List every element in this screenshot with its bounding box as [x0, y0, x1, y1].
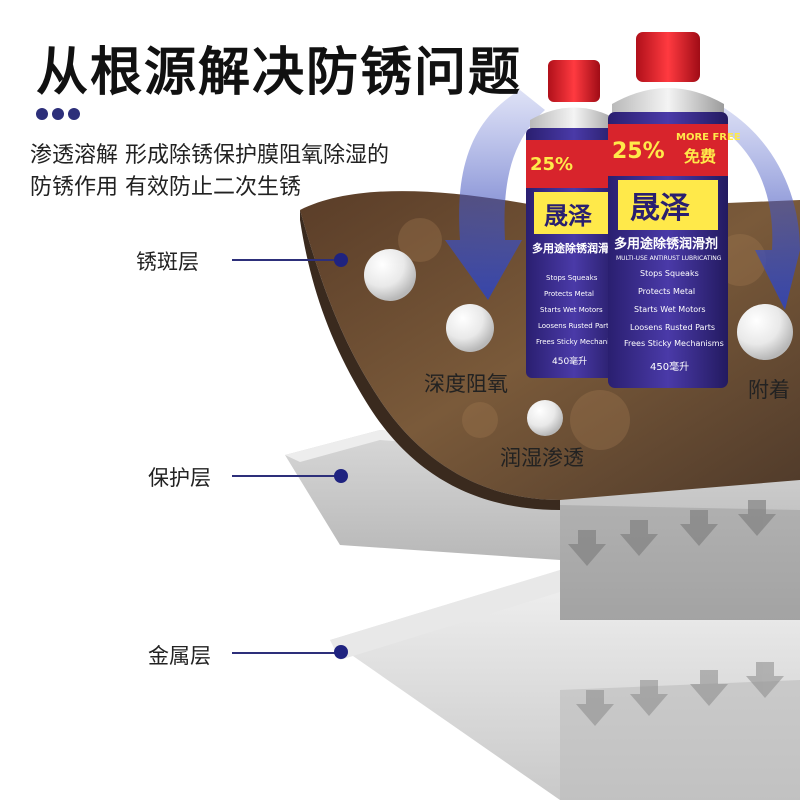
name-en-large: MULTI-USE ANTIRUST LUBRICATING — [616, 255, 722, 262]
feature3-small: Starts Wet Motors — [540, 306, 603, 314]
leader-metal — [232, 652, 340, 654]
page-title: 从根源解决防锈问题 — [36, 43, 523, 103]
decor-dot-1 — [36, 108, 48, 120]
sphere-3 — [737, 304, 793, 360]
promo-free-large: 免费 — [684, 147, 716, 166]
label-deep-oxygen-block: 深度阻氧 — [424, 372, 508, 396]
leader-protect — [232, 475, 340, 477]
description: 渗透溶解 形成除锈保护膜阻氧除湿的 防锈作用 有效防止二次生锈 — [30, 140, 389, 204]
feature2-large: Protects Metal — [638, 287, 695, 296]
decor-dot-2 — [52, 108, 64, 120]
leader-dot-protect — [334, 469, 348, 483]
volume-small: 450毫升 — [552, 355, 587, 367]
feature1-small: Stops Squeaks — [546, 274, 598, 282]
feature5-small: Frees Sticky Mechanisms — [536, 338, 624, 346]
feature4-small: Loosens Rusted Parts — [538, 322, 613, 330]
leader-rust — [232, 259, 340, 261]
sphere-1 — [364, 249, 416, 301]
description-line-1: 渗透溶解 形成除锈保护膜阻氧除湿的 — [30, 143, 389, 168]
leader-dot-rust — [334, 253, 348, 267]
description-line-2: 防锈作用 有效防止二次生锈 — [30, 175, 301, 200]
name-cn-small: 多用途除锈润滑剂 — [532, 241, 620, 255]
feature5-large: Frees Sticky Mechanisms — [624, 339, 724, 348]
brand-large: 晟泽 — [630, 191, 690, 226]
label-rust-layer: 锈斑层 — [136, 250, 199, 274]
leader-dot-metal — [334, 645, 348, 659]
decor-dot-3 — [68, 108, 80, 120]
promo-percent-large: 25% — [612, 139, 665, 164]
spheres — [364, 249, 793, 436]
promo-more-large: MORE FREE — [676, 132, 741, 143]
brand-small: 晟泽 — [544, 202, 592, 230]
spray-can-large: 25% MORE FREE 免费 晟泽 多用途除锈润滑剂 MULTI-USE A… — [608, 32, 741, 388]
label-protect-layer: 保护层 — [148, 466, 211, 490]
name-cn-large: 多用途除锈润滑剂 — [614, 236, 718, 252]
label-wet-penetration: 润湿渗透 — [500, 446, 584, 470]
penetration-arrows — [445, 90, 800, 310]
promo-percent-small: 25% — [530, 154, 573, 175]
sphere-4 — [527, 400, 563, 436]
volume-large: 450毫升 — [650, 360, 689, 373]
feature1-large: Stops Squeaks — [640, 269, 699, 278]
feature3-large: Starts Wet Motors — [634, 305, 706, 314]
label-metal-layer: 金属层 — [148, 644, 211, 668]
spray-can-small: 25% 晟泽 多用途除锈润滑剂 Stops Squeaks Protects M… — [526, 60, 624, 378]
feature2-small: Protects Metal — [544, 290, 594, 298]
label-adhesion: 附着 — [748, 378, 790, 402]
sphere-2 — [446, 304, 494, 352]
feature4-large: Loosens Rusted Parts — [630, 323, 715, 332]
